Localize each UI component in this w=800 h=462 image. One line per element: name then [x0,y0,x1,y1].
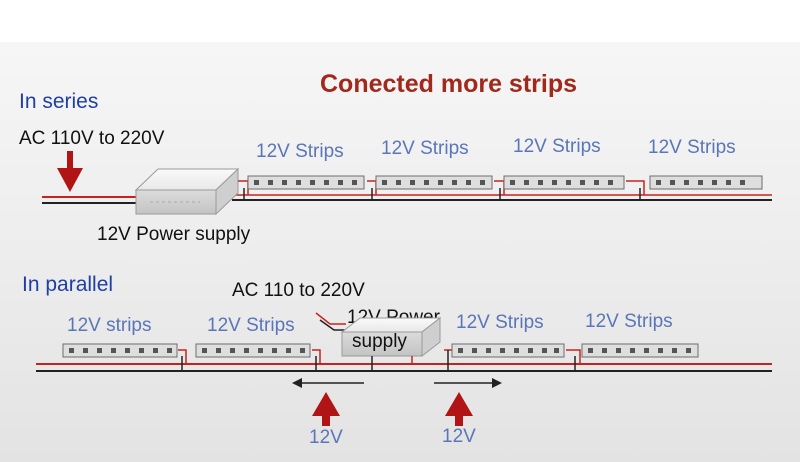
parallel-strip-label-2: 12V Strips [207,315,295,336]
series-strip-label-4: 12V Strips [648,137,736,158]
series-led-strip-4 [649,175,763,190]
parallel-strip-label-4: 12V Strips [585,311,673,332]
parallel-led-strip-2 [195,343,311,358]
parallel-up-arrow-2 [445,392,473,426]
parallel-voltage-label-1: 12V [309,427,343,448]
parallel-voltage-label-2: 12V [442,426,476,447]
parallel-ac-input-wire [315,312,346,331]
parallel-led-strip-4 [581,343,699,358]
diagram-panel: Conected more strips In series AC 110V t… [0,42,800,462]
series-heading: In series [19,90,99,113]
parallel-strip-label-3: 12V Strips [456,312,544,333]
parallel-left-direction-arrow [292,378,364,388]
parallel-led-strip-3 [451,343,565,358]
parallel-ac-label: AC 110 to 220V [232,280,365,301]
series-ac-label: AC 110V to 220V [19,128,165,149]
series-power-supply-box [134,167,240,216]
parallel-strip-wires [178,349,581,371]
parallel-led-strip-1 [62,343,178,358]
diagram-title: Conected more strips [320,70,578,98]
series-strip-label-2: 12V Strips [381,138,469,159]
series-strip-label-3: 12V Strips [513,136,601,157]
series-led-strip-3 [503,175,625,190]
series-strip-label-1: 12V Strips [256,141,344,162]
parallel-heading: In parallel [22,273,114,296]
wiring-diagram [36,151,772,426]
parallel-power-supply-box [340,316,442,371]
series-main-wire [42,194,772,204]
parallel-strip-label-1: 12V strips [67,315,152,336]
parallel-up-arrow-1 [312,392,340,426]
series-led-strip-1 [247,175,365,190]
series-strip-wires [238,180,645,200]
series-led-strip-2 [375,175,493,190]
series-power-supply-label: 12V Power supply [97,224,251,245]
parallel-right-direction-arrow [434,378,502,388]
parallel-main-wire [36,363,772,372]
parallel-power-supply-label-line2: supply [352,331,407,352]
series-input-arrow [57,151,83,192]
